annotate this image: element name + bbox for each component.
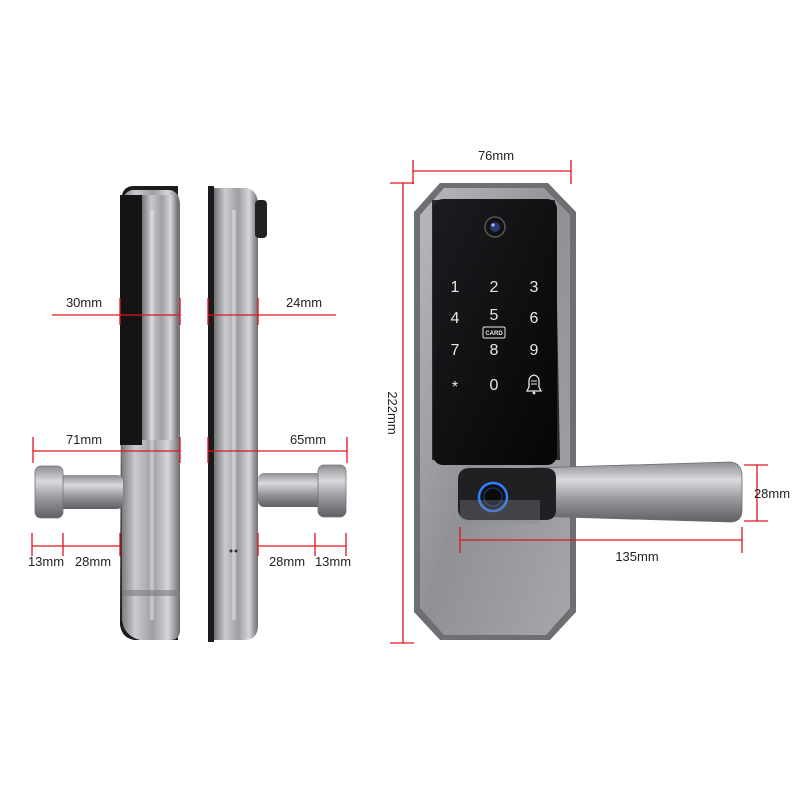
key-0[interactable]: 0 xyxy=(490,377,499,394)
key-6[interactable]: 6 xyxy=(530,310,539,327)
label-65mm: 65mm xyxy=(290,432,326,447)
card-label: CARD xyxy=(485,331,503,337)
doorbell-icon[interactable] xyxy=(525,374,543,395)
key-8[interactable]: 8 xyxy=(490,342,499,359)
label-222mm: 222mm xyxy=(385,391,400,434)
dimension-lines xyxy=(31,160,768,644)
key-1[interactable]: 1 xyxy=(451,279,460,296)
label-28mm-front: 28mm xyxy=(75,554,111,569)
dimension-labels: 30mm 24mm 71mm 65mm 13mm 28mm 28mm 13mm … xyxy=(28,148,790,569)
front-lever-handle xyxy=(458,461,743,524)
card-icon: CARD xyxy=(482,326,506,339)
label-28mm-back: 28mm xyxy=(269,554,305,569)
key-star[interactable]: * xyxy=(452,379,458,396)
label-135mm: 135mm xyxy=(615,549,658,564)
label-71mm: 71mm xyxy=(66,432,102,447)
label-13mm-back: 13mm xyxy=(315,554,351,569)
keypad-glass-panel xyxy=(433,199,557,465)
label-24mm: 24mm xyxy=(286,295,322,310)
front-view-lock xyxy=(414,183,576,640)
label-76mm: 76mm xyxy=(478,148,514,163)
back-handle-side xyxy=(258,464,347,518)
keypad: 1 2 3 4 5 6 7 8 9 * 0 CARD xyxy=(451,279,543,396)
side-view-front-body xyxy=(120,186,180,640)
label-30mm: 30mm xyxy=(66,295,102,310)
key-2[interactable]: 2 xyxy=(490,279,499,296)
key-5[interactable]: 5 xyxy=(490,307,499,324)
front-handle-side xyxy=(34,465,123,519)
label-28mm-lever: 28mm xyxy=(754,486,790,501)
label-13mm-front: 13mm xyxy=(28,554,64,569)
key-7[interactable]: 7 xyxy=(451,342,460,359)
key-3[interactable]: 3 xyxy=(530,279,539,296)
side-view-back-body xyxy=(208,186,267,642)
key-9[interactable]: 9 xyxy=(530,342,539,359)
key-4[interactable]: 4 xyxy=(451,310,460,327)
